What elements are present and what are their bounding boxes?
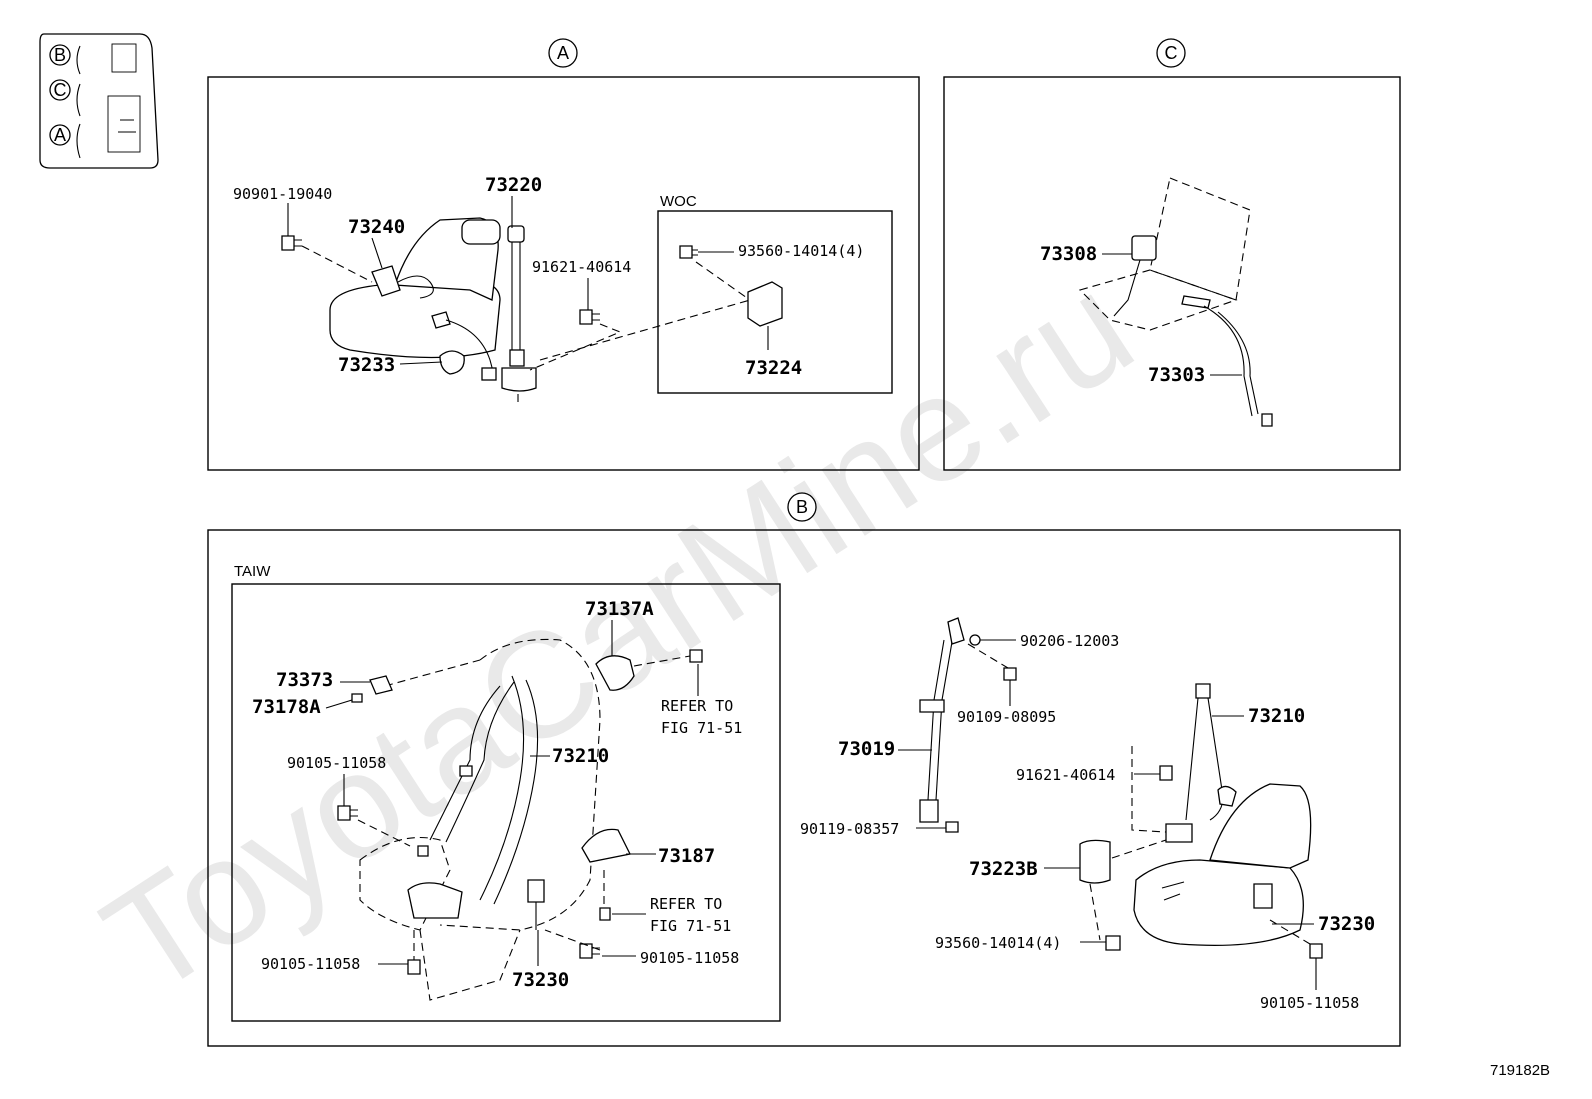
locator-item-b[interactable]: B: [49, 44, 71, 66]
svg-text:C: C: [1165, 43, 1178, 63]
view-a: A: [207, 38, 920, 471]
view-b-right-drawing: [919, 617, 1323, 959]
view-a-marker[interactable]: A: [548, 38, 578, 68]
callout-73137a[interactable]: 73137A: [585, 598, 654, 620]
locator-item-a[interactable]: A: [49, 124, 71, 146]
taiw-label: TAIW: [234, 563, 271, 580]
callout-90109-08095[interactable]: 90109-08095: [957, 708, 1056, 726]
figure-code: 719182B: [1490, 1062, 1550, 1079]
callout-73019[interactable]: 73019: [838, 738, 895, 760]
bolt-90901-19040: [281, 235, 302, 251]
dashed-leader: [529, 323, 622, 371]
callout-refer-to-1a[interactable]: REFER TO: [661, 697, 733, 715]
view-c-frame: [943, 76, 1401, 471]
callout-73210-a[interactable]: 73210: [552, 745, 609, 767]
cover-73187: [581, 828, 631, 863]
callout-73233[interactable]: 73233: [338, 354, 395, 376]
view-b-frame: [207, 529, 1401, 1047]
watermark: ToyotaCarMine.ru: [76, 241, 1160, 1027]
callout-73223b[interactable]: 73223B: [969, 858, 1038, 880]
clip-73178a: [351, 693, 363, 703]
callout-73230-a[interactable]: 73230: [512, 969, 569, 991]
callout-73187[interactable]: 73187: [658, 845, 715, 867]
callout-refer-to-2b[interactable]: FIG 71-51: [650, 917, 731, 935]
callout-91621-40614-b[interactable]: 91621-40614: [1016, 766, 1115, 784]
rear-seat-drawing: [1078, 177, 1273, 427]
woc-label: WOC: [660, 193, 697, 210]
view-c: C 73308 73303: [943, 38, 1401, 471]
svg-text:C: C: [54, 80, 67, 100]
callout-73210-b[interactable]: 73210: [1248, 705, 1305, 727]
callout-73230-b[interactable]: 73230: [1318, 913, 1375, 935]
taiw-subpanel: TAIW: [231, 563, 781, 1022]
taiw-seat-drawing: [359, 638, 601, 1001]
callout-90105-11058-a[interactable]: 90105-11058: [287, 754, 386, 772]
locator-icon: B C A: [39, 33, 159, 169]
screw-93560-14014: [679, 245, 698, 259]
callout-90105-11058-c[interactable]: 90105-11058: [261, 955, 360, 973]
retractor-73220-drawing: [501, 225, 537, 402]
view-b-marker[interactable]: B: [787, 492, 817, 522]
anchor-cover-73224: [747, 281, 783, 327]
callout-73308[interactable]: 73308: [1040, 243, 1097, 265]
svg-text:A: A: [557, 43, 569, 63]
callout-refer-to-1b[interactable]: FIG 71-51: [661, 719, 742, 737]
callout-93560-14014-b[interactable]: 93560-14014(4): [935, 934, 1061, 952]
view-c-marker[interactable]: C: [1156, 38, 1186, 68]
callout-73373[interactable]: 73373: [276, 669, 333, 691]
callout-73224[interactable]: 73224: [745, 357, 802, 379]
dashed-leader: [301, 245, 373, 283]
callout-90105-11058-d[interactable]: 90105-11058: [1260, 994, 1359, 1012]
buckle-73230-a: [527, 879, 545, 903]
cover-73373: [369, 675, 393, 695]
callout-90206-12003[interactable]: 90206-12003: [1020, 632, 1119, 650]
front-seat-drawing: [329, 217, 501, 381]
callout-90105-11058-b[interactable]: 90105-11058: [640, 949, 739, 967]
view-b: B TAIW: [207, 492, 1401, 1047]
svg-text:B: B: [54, 45, 66, 65]
callout-90901-19040[interactable]: 90901-19040: [233, 185, 332, 203]
taiw-bolts: [337, 649, 703, 975]
cover-73137a: [595, 655, 635, 691]
callout-73303[interactable]: 73303: [1148, 364, 1205, 386]
locator-item-c[interactable]: C: [49, 79, 71, 101]
callout-73220[interactable]: 73220: [485, 174, 542, 196]
woc-subpanel: WOC 93560-14014(4) 73224: [657, 193, 893, 394]
bolt-91621-40614: [579, 309, 600, 325]
callout-73178a[interactable]: 73178A: [252, 696, 321, 718]
callout-73240[interactable]: 73240: [348, 216, 405, 238]
svg-text:B: B: [796, 497, 808, 517]
callout-91621-40614[interactable]: 91621-40614: [532, 258, 631, 276]
callout-refer-to-2a[interactable]: REFER TO: [650, 895, 722, 913]
view-a-frame: [207, 76, 920, 471]
dashed-leader: [539, 299, 751, 361]
svg-text:A: A: [54, 125, 66, 145]
callout-90119-08357[interactable]: 90119-08357: [800, 820, 899, 838]
callout-93560-14014[interactable]: 93560-14014(4): [738, 242, 864, 260]
